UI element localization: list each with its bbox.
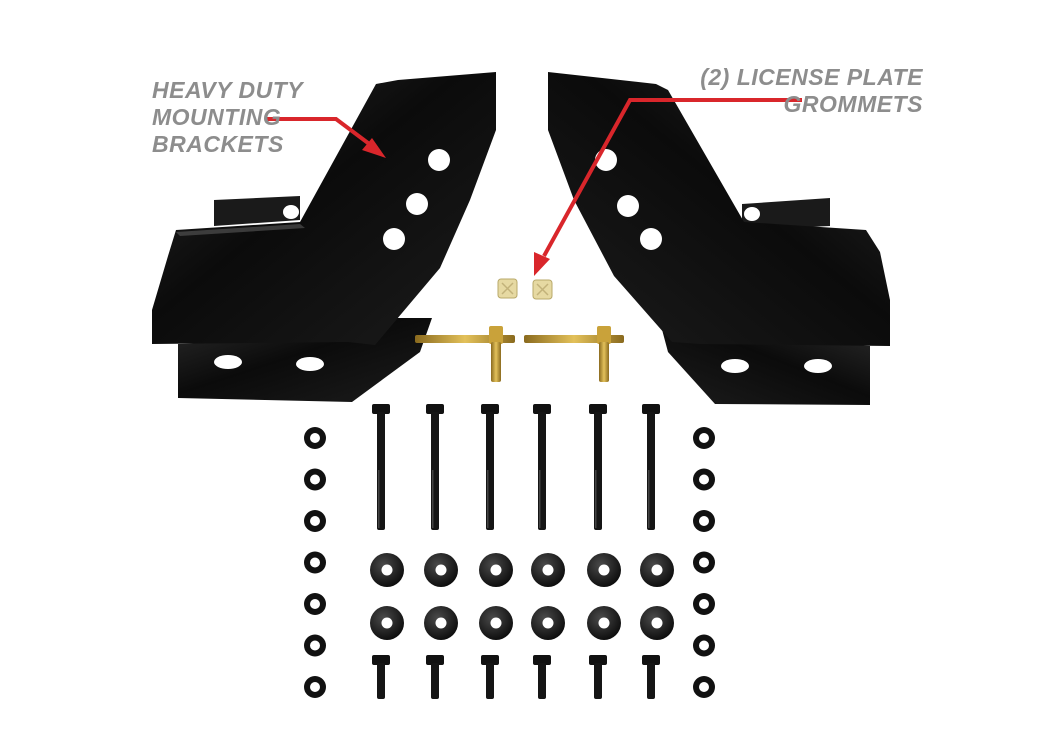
nut — [693, 634, 715, 657]
nut — [304, 468, 326, 491]
washer — [587, 553, 621, 587]
nut — [693, 510, 715, 532]
left-bracket-highlight — [176, 224, 305, 236]
washers — [370, 553, 674, 640]
right-bracket-main-plate — [548, 72, 890, 346]
long-bolt — [533, 404, 551, 530]
right-bracket-slot — [804, 359, 832, 373]
grommet — [497, 278, 518, 299]
washer — [531, 606, 565, 640]
grommet — [532, 279, 553, 300]
callout-line: Heavy Duty — [152, 77, 304, 103]
left-bracket-slot — [296, 357, 324, 371]
long-bolt — [481, 404, 499, 530]
left-mounting-bracket — [152, 72, 496, 402]
callout-arrow-grommets — [534, 98, 802, 276]
left-bracket-hole — [383, 228, 405, 250]
right-bracket-slot — [721, 359, 749, 373]
washer — [640, 553, 674, 587]
long-bolt — [642, 404, 660, 530]
right-bracket-slot — [744, 207, 760, 221]
nut — [304, 427, 326, 449]
long-bolt — [589, 404, 607, 530]
right-mounting-bracket — [548, 72, 890, 405]
nut — [693, 468, 715, 491]
short-bolt — [426, 655, 444, 699]
long-bolts — [372, 404, 660, 530]
callout-grommets-label: (2) License Plate Grommets — [700, 64, 923, 118]
short-bolt — [589, 655, 607, 699]
nut — [693, 593, 715, 615]
left-bracket-main-plate — [152, 72, 496, 345]
washer — [370, 553, 404, 587]
short-bolt — [533, 655, 551, 699]
callout-arrow-brackets — [266, 117, 386, 158]
short-bolt — [642, 655, 660, 699]
long-bolt — [372, 404, 390, 530]
left-bracket-back-flange — [214, 196, 300, 226]
callout-line: Brackets — [152, 131, 284, 157]
nut — [304, 510, 326, 532]
nut — [304, 634, 326, 657]
callout-line: Mounting — [152, 104, 282, 130]
washer — [424, 553, 458, 587]
short-bolt — [372, 655, 390, 699]
hinge-pin-right — [524, 326, 624, 382]
washer — [370, 606, 404, 640]
nut — [304, 551, 326, 574]
short-bolts — [372, 655, 660, 699]
callout-brackets-label: Heavy Duty Mounting Brackets — [152, 77, 303, 158]
hinge-pin-left — [415, 326, 515, 382]
nuts — [304, 427, 715, 698]
nut — [693, 676, 715, 698]
left-bracket-hole — [406, 193, 428, 215]
washer — [587, 606, 621, 640]
washer — [531, 553, 565, 587]
long-bolt — [426, 404, 444, 530]
right-bracket-back-flange — [742, 198, 830, 230]
washer — [640, 606, 674, 640]
callout-line: Grommets — [783, 91, 923, 117]
nut — [693, 551, 715, 574]
washer — [424, 606, 458, 640]
nut — [693, 427, 715, 449]
washer — [479, 553, 513, 587]
callout-line: (2) License Plate — [700, 64, 923, 90]
right-bracket-hole — [640, 228, 662, 250]
right-bracket-hole — [617, 195, 639, 217]
nut — [304, 593, 326, 615]
license-plate-grommets — [497, 278, 553, 300]
left-bracket-slot — [214, 355, 242, 369]
left-bracket-slot — [283, 205, 299, 219]
short-bolt — [481, 655, 499, 699]
nut — [304, 676, 326, 698]
washer — [479, 606, 513, 640]
left-bracket-hole — [428, 149, 450, 171]
